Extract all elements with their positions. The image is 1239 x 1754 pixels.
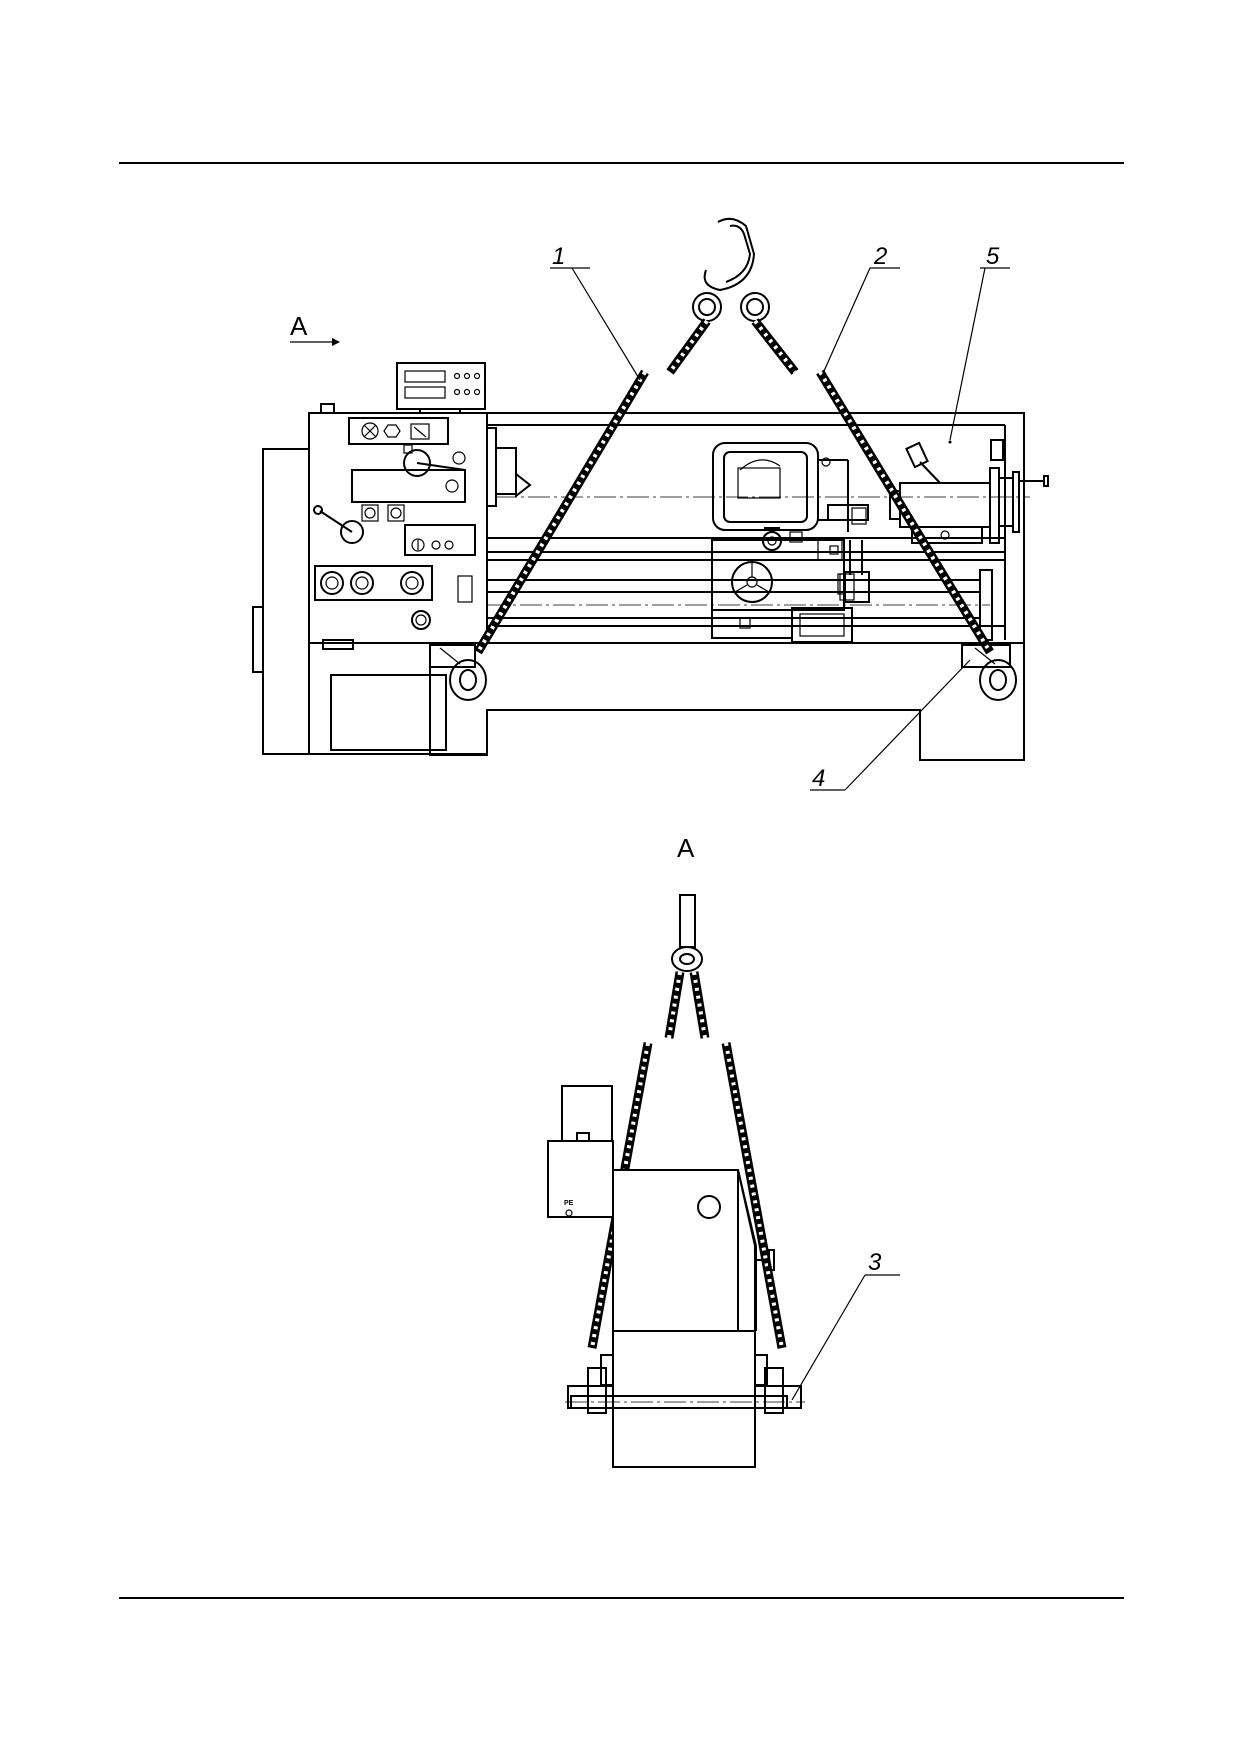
ring-right xyxy=(740,292,770,322)
view-arrow-a: А xyxy=(290,311,340,346)
callout-2: 2 xyxy=(873,243,887,270)
callout-3: 3 xyxy=(868,1249,882,1276)
chip-guard xyxy=(712,442,819,531)
view-a-end-view: А PE xyxy=(547,833,805,1468)
cabinet-door xyxy=(330,674,447,751)
view-arrow-label: А xyxy=(290,311,308,341)
apron xyxy=(711,539,845,611)
ring-left xyxy=(692,292,722,322)
crane-hook xyxy=(703,217,756,292)
bed-end xyxy=(612,1330,756,1468)
pe-marking: PE xyxy=(564,1200,574,1207)
callout-3-group: 3 xyxy=(791,1249,900,1401)
callout-4: 4 xyxy=(812,765,825,792)
footer-rule xyxy=(119,1597,1124,1599)
view-a-title: А xyxy=(677,833,695,863)
headstock-end xyxy=(612,1169,739,1332)
headstock xyxy=(308,412,488,644)
end-cover xyxy=(262,448,310,755)
sling-1 xyxy=(474,369,649,655)
header-rule xyxy=(119,162,1124,164)
digital-readout xyxy=(396,362,486,410)
crane-rigging-top xyxy=(449,217,1017,701)
callout-1: 1 xyxy=(552,243,565,270)
callouts-top: 1 2 5 4 xyxy=(550,243,1010,792)
callout-5: 5 xyxy=(986,243,1000,270)
lathe-front-view xyxy=(252,362,1049,761)
